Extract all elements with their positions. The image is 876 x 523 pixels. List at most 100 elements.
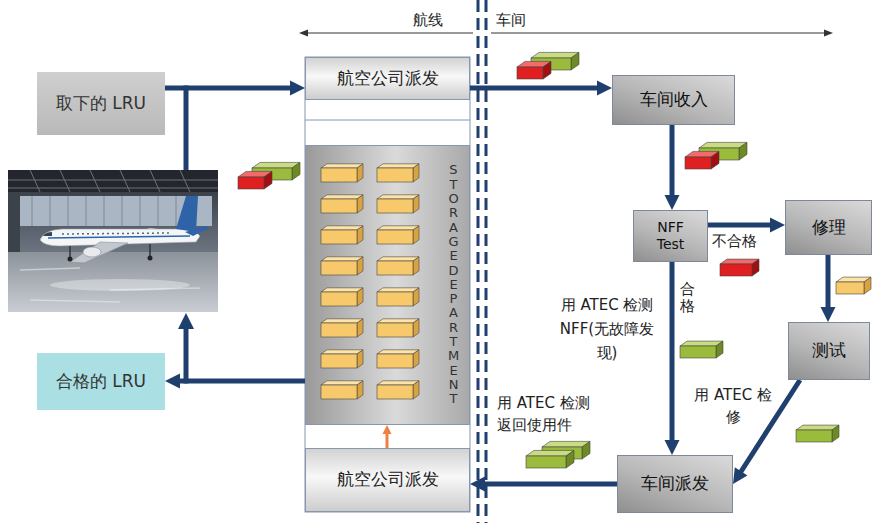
parcel-side bbox=[292, 162, 300, 180]
zone-header-arrows-part bbox=[306, 33, 473, 34]
parcel-front bbox=[720, 264, 752, 276]
flow-arrow bbox=[470, 477, 617, 492]
hangar-photo-part bbox=[70, 242, 128, 263]
parcel-front bbox=[321, 292, 357, 306]
parcel-side bbox=[357, 381, 363, 399]
hangar-photo-part bbox=[68, 257, 73, 262]
parcel-side bbox=[413, 350, 419, 368]
parcel-side bbox=[357, 164, 363, 182]
storage-column bbox=[305, 57, 470, 512]
parcel-top bbox=[321, 288, 363, 292]
zone-label: 车间 bbox=[496, 9, 526, 31]
parcel-icon bbox=[377, 226, 419, 244]
parcel-icon bbox=[321, 164, 363, 182]
parcel-icon bbox=[377, 319, 419, 337]
parcel-top bbox=[321, 164, 363, 168]
parcel-front bbox=[321, 168, 357, 182]
parcel-icon bbox=[526, 450, 574, 468]
parcel-side bbox=[739, 142, 747, 160]
label-box: 合格的 LRU bbox=[37, 353, 165, 410]
label-box: 取下的 LRU bbox=[37, 72, 165, 135]
parcel-top bbox=[377, 319, 419, 323]
parcel-icon bbox=[377, 164, 419, 182]
flow-arrow bbox=[665, 125, 680, 210]
parcel-front bbox=[836, 282, 864, 294]
parcel-top bbox=[377, 288, 419, 292]
edge-label: 用 ATEC 检测 返回使用件 bbox=[497, 392, 609, 436]
branch-wires-part bbox=[178, 313, 194, 329]
box-label: 车间派发 bbox=[641, 473, 709, 494]
parcel-top bbox=[321, 381, 363, 385]
note-label: 用 ATEC 检测 NFF(无故障发现) bbox=[550, 293, 664, 365]
parcel-top bbox=[321, 350, 363, 354]
parcel-icon bbox=[321, 381, 363, 399]
box-label: 车间收入 bbox=[640, 89, 708, 110]
parcel-front bbox=[796, 430, 832, 442]
hangar-photo-part bbox=[176, 196, 198, 232]
parcel-top bbox=[377, 257, 419, 261]
parcel-front bbox=[321, 385, 357, 399]
arrow-head bbox=[821, 307, 836, 322]
hangar-photo-part bbox=[48, 236, 190, 238]
arrow-head bbox=[165, 374, 180, 389]
flow-line bbox=[670, 262, 675, 441]
parcel-front bbox=[238, 177, 264, 189]
flow-line bbox=[179, 379, 305, 384]
parcel-top bbox=[321, 257, 363, 261]
storage-box: STORAGE DEPARTMENT bbox=[305, 145, 470, 425]
parcel-side bbox=[711, 151, 719, 169]
hangar-photo-part bbox=[8, 170, 218, 312]
parcel-front bbox=[321, 199, 357, 213]
flow-line bbox=[670, 125, 675, 196]
storage-parcels bbox=[306, 146, 471, 426]
hangar-photo-part bbox=[8, 252, 218, 312]
flow-arrow bbox=[708, 218, 785, 233]
parcel-icon bbox=[377, 257, 419, 275]
storage-column-part bbox=[305, 120, 470, 121]
parcel-top bbox=[377, 164, 419, 168]
hangar-photo-part bbox=[8, 170, 218, 192]
flow-line bbox=[826, 255, 831, 308]
hangar-photo-part bbox=[8, 170, 218, 192]
parcel-top bbox=[321, 319, 363, 323]
parcel-side bbox=[357, 195, 363, 213]
parcel-front bbox=[321, 261, 357, 275]
flow-arrow bbox=[165, 374, 305, 389]
parcel-side bbox=[864, 277, 871, 294]
flow-arrow bbox=[383, 425, 392, 448]
parcel-icon bbox=[377, 195, 419, 213]
process-box: 修理 bbox=[785, 200, 872, 255]
parcel-icons bbox=[238, 52, 871, 468]
box-label: 修理 bbox=[812, 217, 846, 238]
parcel-side bbox=[716, 341, 723, 358]
hangar-photo-part bbox=[148, 256, 153, 261]
hangar-photo-part bbox=[62, 233, 170, 234]
hangar-photo bbox=[8, 170, 218, 312]
parcel-side bbox=[413, 288, 419, 306]
parcel-front bbox=[685, 157, 711, 169]
parcel-icon bbox=[796, 425, 839, 442]
zone-label: 航线 bbox=[413, 9, 443, 31]
parcel-icon bbox=[321, 319, 363, 337]
parcel-side bbox=[357, 319, 363, 337]
arrow-head bbox=[770, 218, 785, 233]
parcel-side bbox=[357, 350, 363, 368]
parcel-side bbox=[413, 381, 419, 399]
parcel-icon bbox=[685, 151, 719, 169]
process-box: 车间派发 bbox=[617, 455, 733, 513]
zone-divider-part bbox=[477, 0, 480, 523]
hangar-photo-part bbox=[43, 232, 52, 236]
parcel-side bbox=[832, 425, 839, 442]
vertical-title: STORAGE DEPARTMENT bbox=[447, 163, 460, 406]
storage-column-part bbox=[305, 57, 470, 512]
box-label: 取下的 LRU bbox=[56, 93, 146, 114]
parcel-side bbox=[566, 450, 574, 468]
parcel-icon bbox=[377, 350, 419, 368]
box-label: NFF Test bbox=[649, 219, 693, 254]
flow-arrow bbox=[821, 255, 836, 322]
parcel-icon bbox=[321, 226, 363, 244]
parcel-side bbox=[413, 257, 419, 275]
parcel-front bbox=[517, 67, 543, 79]
parcel-side bbox=[413, 226, 419, 244]
box-label: 测试 bbox=[812, 340, 846, 361]
